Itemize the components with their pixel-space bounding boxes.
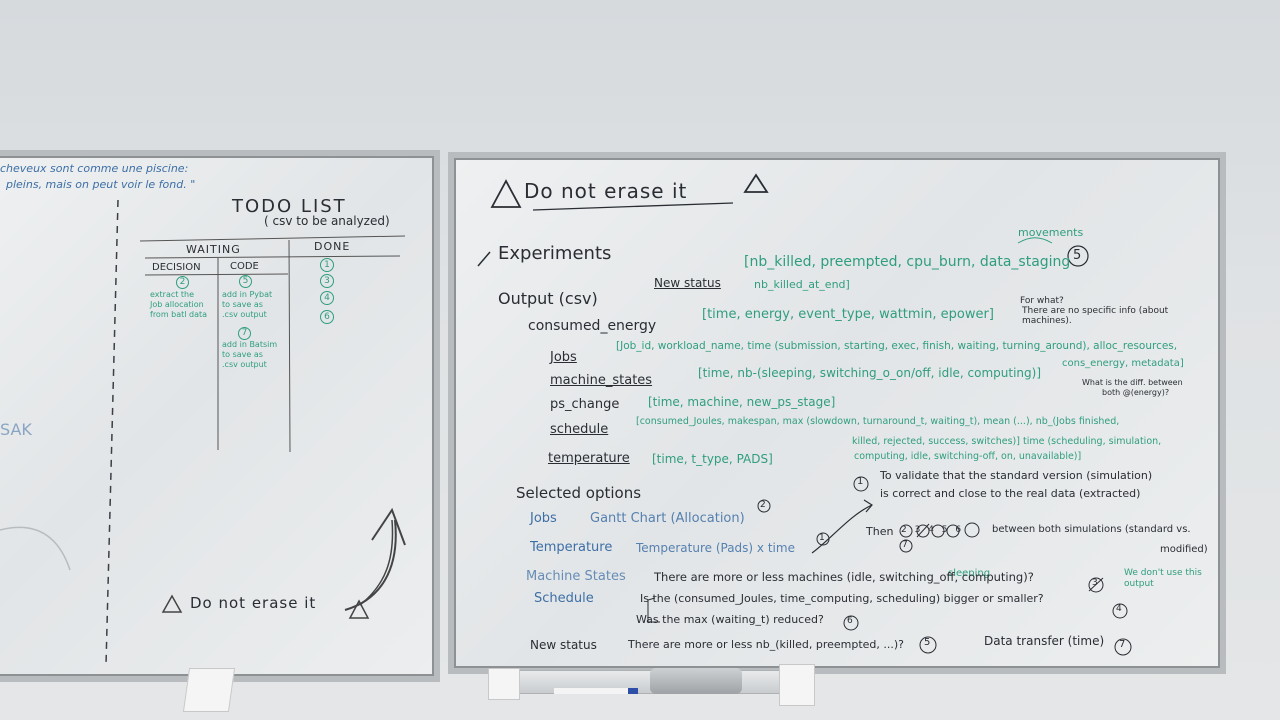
- done-num-2: 3: [320, 274, 334, 288]
- data-transfer: Data transfer (time): [984, 634, 1105, 648]
- validate-text-2: is correct and close to the real data (e…: [880, 487, 1141, 500]
- opt-new-status: New status: [530, 638, 597, 652]
- opt-jobs: Jobs: [530, 511, 557, 526]
- opt-temperature-desc: Temperature (Pads) x time: [636, 541, 795, 555]
- sleeping-label: sleeping: [948, 568, 991, 579]
- board-clip-tray-left: [488, 668, 520, 700]
- todo-title: TODO LIST: [232, 196, 347, 217]
- left-whiteboard: [0, 150, 440, 682]
- sub-decision: DECISION: [152, 262, 201, 273]
- done-num-1: 1: [320, 258, 334, 272]
- no-info-note: There are no specific info (about: [1022, 306, 1169, 316]
- decision-num: 2: [176, 276, 189, 289]
- decision-text-2: Job allocation: [150, 300, 204, 309]
- opt-machine-states: Machine States: [526, 569, 626, 584]
- experiments-heading: Experiments: [498, 243, 612, 264]
- code-text-2b: to save as: [222, 350, 263, 359]
- new-status-label: New status: [654, 276, 721, 290]
- diff-note-2: both @(energy)?: [1102, 388, 1170, 397]
- schedule-list: [consumed_Joules, makespan, max (slowdow…: [636, 416, 1120, 427]
- no-info-note-2: machines).: [1022, 316, 1072, 326]
- then-num-7: 7: [902, 540, 908, 550]
- code-text-1b: to save as: [222, 300, 263, 309]
- decision-text-3: from batl data: [150, 310, 208, 319]
- opt-temperature-num: 1: [819, 533, 825, 543]
- opt-schedule-desc: Is the (consumed_Joules, time_computing,…: [640, 592, 1044, 605]
- machine-states-label: machine_states: [550, 373, 653, 388]
- jobs-label: Jobs: [550, 350, 577, 365]
- movements-label: movements: [1018, 226, 1084, 239]
- right-whiteboard: [448, 152, 1226, 674]
- eraser: [650, 668, 742, 694]
- opt-temperature: Temperature: [530, 540, 613, 555]
- dont-use-note: We don't use this: [1124, 568, 1202, 578]
- col-waiting: WAITING: [186, 243, 241, 256]
- opt-machine-states-desc: There are more or less machines (idle, s…: [654, 570, 1034, 584]
- board-clip-tray-right: [779, 664, 815, 706]
- opt-schedule-num-2: 6: [847, 616, 853, 626]
- dont-use-note-2: output: [1124, 579, 1154, 589]
- quote-line-2: pleins, mais on peut voir le fond. ": [6, 178, 196, 191]
- code-text-2c: .csv output: [222, 360, 267, 369]
- todo-subtitle: ( csv to be analyzed): [264, 214, 390, 228]
- jobs-list: [Job_id, workload_name, time (submission…: [616, 340, 1178, 352]
- partial-text: SAK: [0, 420, 32, 439]
- consumed-energy-label: consumed_energy: [528, 318, 657, 334]
- new-status-list-2: nb_killed_at_end]: [754, 278, 850, 291]
- new-status-num: 5: [1073, 248, 1082, 263]
- temperature-list: [time, t_type, PADS]: [652, 452, 773, 466]
- code-text-2a: add in Batsim: [222, 340, 278, 349]
- marker: [554, 688, 638, 694]
- opt-new-status-num: 5: [924, 637, 931, 648]
- schedule-list-3: computing, idle, switching-off, on, unav…: [854, 451, 1082, 462]
- decision-text-1: extract the: [150, 290, 195, 299]
- sub-code: CODE: [230, 261, 259, 272]
- diff-note: What is the diff. between: [1082, 378, 1183, 387]
- opt-schedule: Schedule: [534, 591, 594, 606]
- for-what-note: For what?: [1020, 296, 1064, 306]
- right-board-title: Do not erase it: [524, 179, 688, 203]
- then-label: Then: [866, 525, 894, 538]
- schedule-list-2: killed, rejected, success, switches)] ti…: [852, 436, 1162, 447]
- output-heading: Output (csv): [498, 289, 598, 308]
- then-tail-2: modified): [1160, 544, 1208, 555]
- opt-new-status-desc: There are more or less nb_(killed, preem…: [628, 638, 905, 651]
- code-text-1a: add in Pybat: [222, 290, 273, 299]
- validate-num: 1: [857, 476, 864, 487]
- validate-text: To validate that the standard version (s…: [880, 469, 1153, 482]
- ps-change-label: ps_change: [550, 397, 620, 412]
- schedule-label: schedule: [550, 422, 609, 437]
- quote-line-1: cheveux sont comme une piscine:: [0, 162, 189, 175]
- code-text-1c: .csv output: [222, 310, 267, 319]
- opt-jobs-num: 2: [760, 500, 766, 510]
- opt-schedule-desc-2: Was the max (waiting_t) reduced?: [636, 613, 824, 626]
- then-tail: between both simulations (standard vs.: [992, 524, 1191, 535]
- new-status-list: [nb_killed, preempted, cpu_burn, data_st…: [744, 254, 1071, 270]
- done-num-4: 6: [320, 310, 334, 324]
- code-num-1: 5: [239, 275, 252, 288]
- left-warning-text: Do not erase it: [190, 594, 317, 612]
- consumed-energy-list: [time, energy, event_type, wattmin, epow…: [702, 307, 994, 322]
- ps-change-list: [time, machine, new_ps_stage]: [648, 395, 836, 409]
- machine-states-list: [time, nb-(sleeping, switching_o_on/off,…: [698, 366, 1042, 380]
- done-num-3: 4: [320, 291, 334, 305]
- code-num-2: 7: [238, 327, 251, 340]
- col-done: DONE: [314, 240, 351, 253]
- then-nums: 2 3 4 5 6: [901, 525, 962, 535]
- opt-jobs-desc: Gantt Chart (Allocation): [590, 511, 745, 526]
- data-transfer-num: 7: [1119, 639, 1126, 650]
- selected-options-heading: Selected options: [516, 484, 642, 502]
- temperature-label: temperature: [548, 451, 630, 466]
- jobs-list-2: cons_energy, metadata]: [1062, 358, 1184, 369]
- opt-machine-num: 3: [1092, 578, 1098, 588]
- opt-schedule-num: 4: [1116, 604, 1122, 614]
